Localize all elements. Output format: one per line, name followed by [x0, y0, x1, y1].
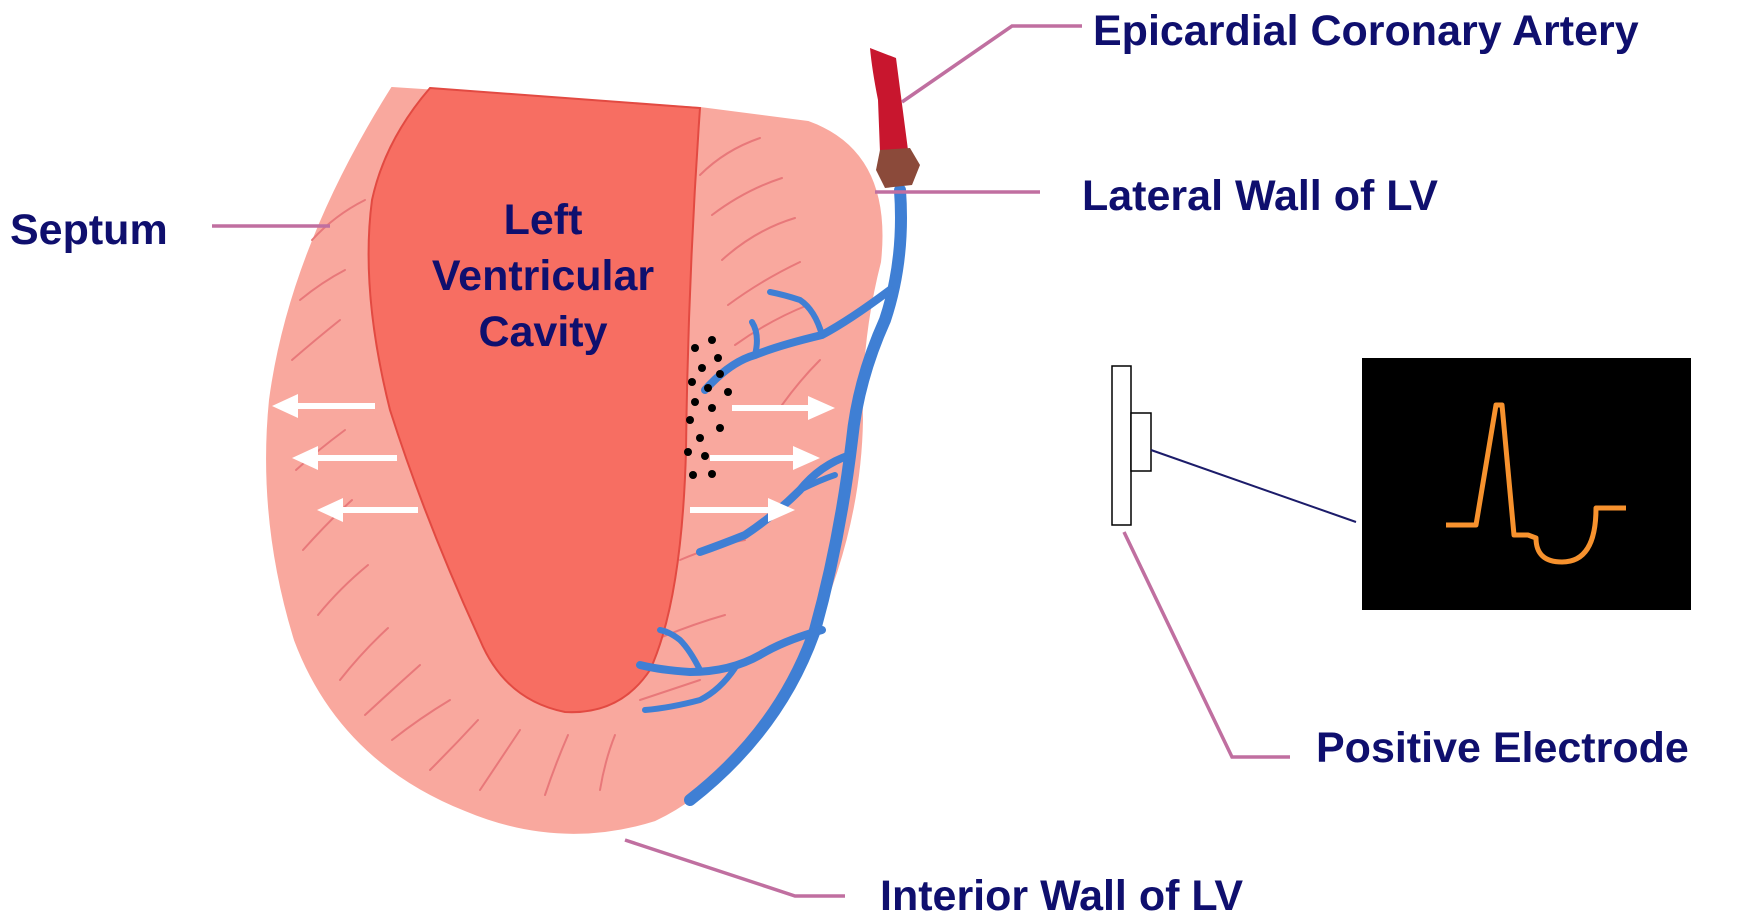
positive-electrode-label: Positive Electrode	[1316, 724, 1689, 772]
electrode-leader	[1124, 532, 1290, 757]
cavity-label-line2: Ventricular	[432, 252, 655, 300]
cavity-label-line1: Left	[504, 196, 583, 244]
ecg-monitor-icon	[1362, 358, 1691, 610]
artery-occlusion	[876, 148, 920, 188]
interior-wall-label: Interior Wall of LV	[880, 872, 1243, 915]
electrode-plate-icon	[1112, 366, 1151, 525]
electrode-cable	[1151, 450, 1356, 522]
septum-label: Septum	[10, 206, 168, 254]
cavity-label-line3: Cavity	[478, 308, 607, 356]
epicardial-artery-leader	[902, 26, 1082, 102]
lateral-wall-label: Lateral Wall of LV	[1082, 172, 1438, 220]
epicardial-artery-label: Epicardial Coronary Artery	[1093, 7, 1639, 55]
interior-wall-leader	[625, 840, 845, 896]
